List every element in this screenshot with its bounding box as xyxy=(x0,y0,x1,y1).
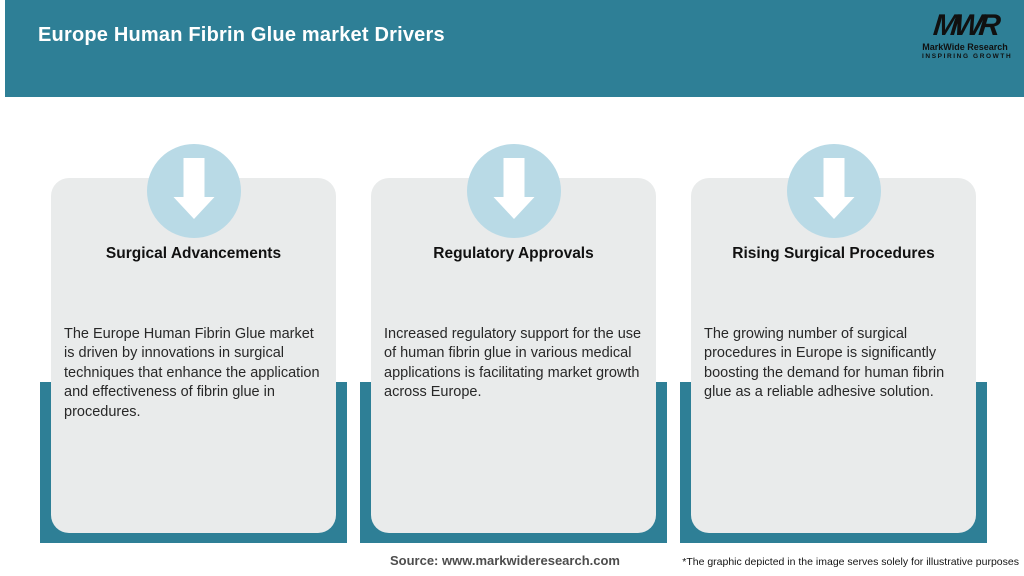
card-body: Increased regulatory support for the use… xyxy=(384,326,642,401)
header-bar: Europe Human Fibrin Glue market Drivers … xyxy=(5,0,1024,97)
markwide-logo: MWR MarkWide Research INSPIRING GROWTH xyxy=(922,9,1013,61)
logo-tagline: INSPIRING GROWTH xyxy=(922,53,1013,60)
arrow-down-icon xyxy=(786,144,881,238)
card-title: Rising Surgical Procedures xyxy=(732,245,935,262)
logo-company-name: MarkWide Research xyxy=(922,42,1008,52)
card-body: The Europe Human Fibrin Glue market is d… xyxy=(64,326,320,420)
arrow-down-icon xyxy=(466,144,561,238)
card-title: Surgical Advancements xyxy=(105,245,282,262)
mwr-logo-icon: MWR xyxy=(931,9,999,42)
source-text: Source: www.markwideresearch.com xyxy=(389,553,620,568)
driver-card-surgical-advancements: Surgical Advancements The Europe Human F… xyxy=(51,144,336,533)
driver-card-regulatory-approvals: Regulatory Approvals Increased regulator… xyxy=(371,144,656,533)
card-title: Regulatory Approvals xyxy=(433,245,594,262)
disclaimer-text: *The graphic depicted in the image serve… xyxy=(682,556,1019,568)
page-title: Europe Human Fibrin Glue market Drivers xyxy=(38,24,445,46)
card-body: The growing number of surgical procedure… xyxy=(704,326,945,401)
driver-card-rising-surgical-procedures: Rising Surgical Procedures The growing n… xyxy=(691,144,976,533)
arrow-down-icon xyxy=(146,144,241,238)
